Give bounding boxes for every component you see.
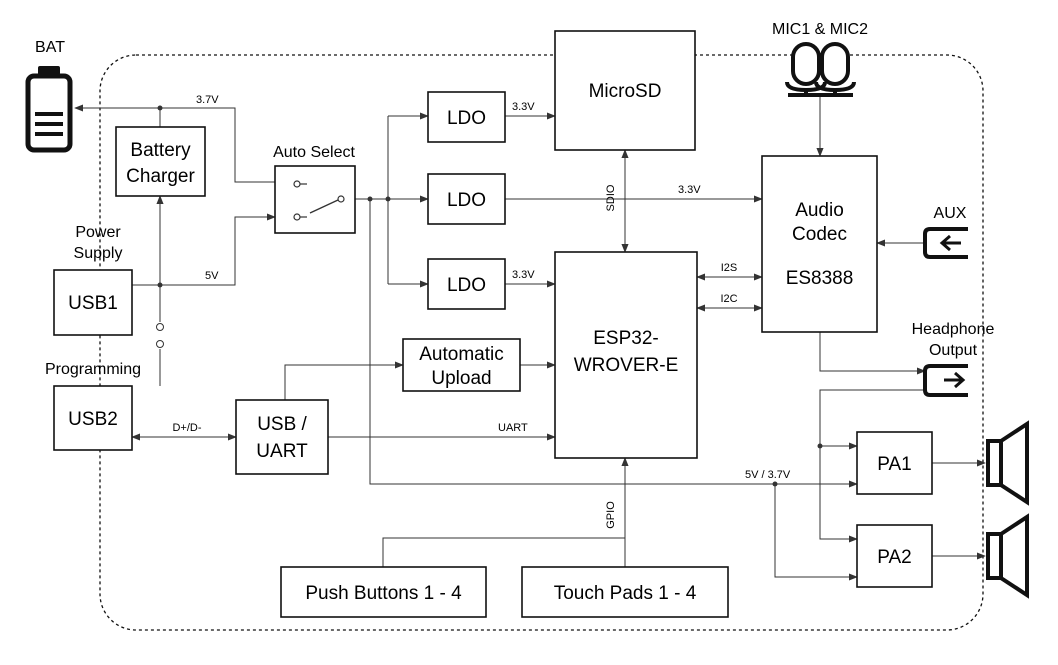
push-buttons-block: Push Buttons 1 - 4: [280, 566, 487, 618]
svg-text:PA2: PA2: [877, 547, 912, 568]
svg-text:ESP32-: ESP32-: [593, 328, 658, 349]
svg-text:LDO: LDO: [447, 275, 486, 296]
svg-text:Codec: Codec: [792, 224, 847, 245]
svg-text:ES8388: ES8388: [786, 268, 854, 289]
svg-text:Audio: Audio: [795, 200, 844, 221]
mic-label: MIC1 & MIC2: [772, 21, 868, 38]
ldo-3-block: LDO: [427, 258, 506, 310]
jumper-pin-bottom: [156, 340, 164, 348]
microsd-block: MicroSD: [554, 30, 696, 151]
signal-gpio: GPIO: [605, 501, 617, 529]
svg-text:UART: UART: [256, 441, 308, 462]
wires: [74, 95, 986, 581]
touch-pads-block: Touch Pads 1 - 4: [521, 566, 729, 618]
svg-text:Push Buttons 1 - 4: Push Buttons 1 - 4: [305, 583, 462, 604]
signal-i2c: I2C: [720, 293, 737, 305]
svg-text:Charger: Charger: [126, 166, 195, 187]
aux-label: AUX: [934, 205, 967, 222]
ldo-1-block: LDO: [427, 91, 506, 143]
board-outline: [99, 54, 984, 631]
signal-3v3-esp32: 3.3V: [512, 269, 535, 281]
svg-text:Upload: Upload: [431, 368, 491, 389]
auto-select-label: Auto Select: [273, 144, 355, 161]
audio-codec-block: Audio Codec ES8388: [761, 155, 878, 333]
svg-text:USB1: USB1: [68, 293, 118, 314]
junction-dots: [157, 105, 823, 487]
battery-charger-block: Battery Charger: [115, 126, 206, 197]
aux-jack-icon: [923, 227, 968, 259]
signal-pa-supply: 5V / 3.7V: [745, 469, 791, 481]
automatic-upload-block: Automatic Upload: [402, 338, 521, 392]
programming-label: Programming: [45, 361, 141, 378]
svg-text:MicroSD: MicroSD: [589, 81, 662, 102]
bat-label: BAT: [35, 39, 65, 56]
headphone-jack-icon: [923, 364, 968, 397]
auto-select-switch: [274, 165, 356, 234]
speaker-1-icon: [986, 420, 1029, 506]
signal-uart: UART: [498, 422, 528, 434]
svg-text:PA1: PA1: [877, 454, 912, 475]
usb1-block: USB1: [53, 269, 133, 336]
headphone-label-1: Headphone: [912, 321, 995, 338]
esp32-block: ESP32- WROVER-E: [554, 251, 698, 459]
signal-sdio: SDIO: [605, 184, 617, 211]
pa2-block: PA2: [856, 524, 933, 588]
svg-text:Battery: Battery: [130, 140, 191, 161]
svg-text:LDO: LDO: [447, 190, 486, 211]
usb-uart-block: USB / UART: [235, 399, 329, 475]
ldo-2-block: LDO: [427, 173, 506, 225]
signal-5v: 5V: [205, 270, 219, 282]
signal-3v3-codec: 3.3V: [678, 184, 701, 196]
svg-text:USB2: USB2: [68, 409, 118, 430]
svg-text:Automatic: Automatic: [419, 344, 503, 365]
svg-text:Touch Pads 1 - 4: Touch Pads 1 - 4: [554, 583, 697, 604]
battery-icon: [25, 66, 73, 153]
svg-text:WROVER-E: WROVER-E: [574, 355, 679, 376]
signal-i2s: I2S: [721, 262, 738, 274]
signal-3v7: 3.7V: [196, 94, 219, 106]
power-supply-label-1: Power: [75, 224, 121, 241]
signal-3v3-microsd: 3.3V: [512, 101, 535, 113]
power-supply-label-2: Supply: [74, 245, 123, 262]
microphone-icon: [785, 42, 856, 97]
speaker-2-icon: [986, 513, 1029, 599]
pa1-block: PA1: [856, 431, 933, 495]
svg-text:LDO: LDO: [447, 108, 486, 129]
jumper-pin-top: [156, 323, 164, 331]
signal-dpdm: D+/D-: [172, 422, 201, 434]
headphone-label-2: Output: [929, 342, 978, 359]
svg-text:USB /: USB /: [257, 414, 307, 435]
usb2-block: USB2: [53, 385, 133, 451]
